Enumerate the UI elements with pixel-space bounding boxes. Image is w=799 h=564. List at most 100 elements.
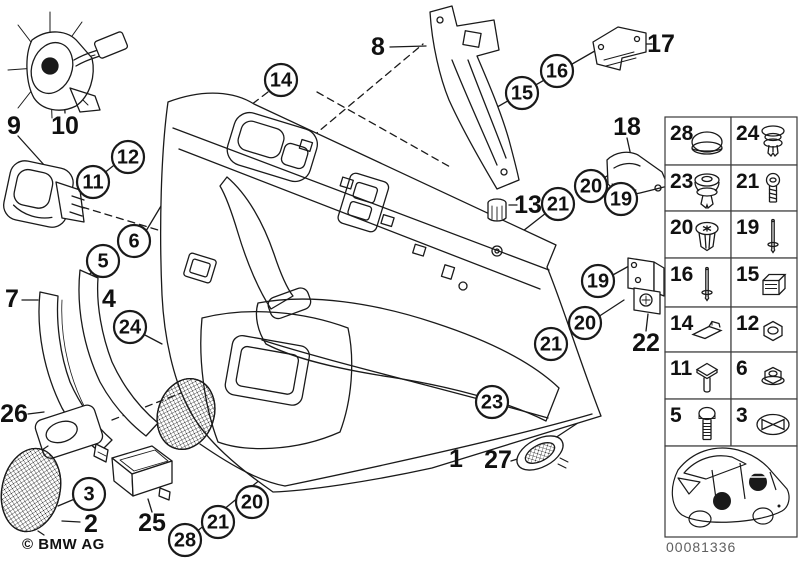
svg-text:3: 3 [83,484,94,506]
legend-cell-12[interactable]: 12 [730,306,798,353]
trim-strips [38,269,159,453]
svg-text:15: 15 [736,263,760,286]
plug-13 [487,198,507,222]
legend-cell-6[interactable]: 6 [730,351,798,400]
callout-25[interactable]: 25 [138,509,166,537]
legend-cell-21[interactable]: 21 [730,164,798,212]
callout-10[interactable]: 10 [51,112,79,140]
legend-cell-14[interactable]: 14 [664,306,732,353]
callout-21[interactable]: 21 [540,186,576,222]
callout-8[interactable]: 8 [371,33,385,61]
callout-20[interactable]: 20 [573,168,609,204]
svg-text:15: 15 [511,83,533,105]
callout-20[interactable]: 20 [234,484,270,520]
callout-26[interactable]: 26 [0,400,28,428]
svg-text:20: 20 [241,492,263,514]
callout-1[interactable]: 1 [449,445,463,473]
svg-text:7: 7 [5,285,19,313]
callout-17[interactable]: 17 [647,30,675,58]
svg-text:19: 19 [587,271,609,293]
legend-cell-23[interactable]: 23 [664,164,732,212]
legend-cell-15[interactable]: 15 [730,257,798,308]
svg-text:14: 14 [670,312,694,335]
svg-text:21: 21 [547,194,569,216]
frame-bracket-8 [429,5,520,190]
svg-text:12: 12 [736,312,759,335]
svg-text:12: 12 [117,147,139,169]
torx-screw-icon [765,172,781,203]
callout-18[interactable]: 18 [613,113,641,141]
svg-text:21: 21 [207,512,229,534]
clamp-clip-icon [691,320,723,340]
callout-16[interactable]: 16 [539,53,575,89]
expansion-rivet-icon [761,125,785,158]
legend-cell-3[interactable]: 3 [730,398,798,447]
callout-20[interactable]: 20 [567,305,603,341]
legend-cell-24[interactable]: 24 [730,116,798,166]
storage-bin-25 [111,445,173,501]
callout-27[interactable]: 27 [484,446,512,474]
svg-text:21: 21 [540,334,562,356]
svg-text:11: 11 [82,172,103,194]
legend-cell-5[interactable]: 5 [664,398,732,447]
speaker-grille-2 [0,445,62,536]
svg-text:24: 24 [736,122,760,145]
door-trim-panel [156,92,602,493]
svg-text:16: 16 [546,61,568,83]
callout-19[interactable]: 19 [580,263,616,299]
svg-text:27: 27 [484,446,512,474]
legend-cell-19[interactable]: 19 [730,210,798,259]
block-clip-icon [762,273,787,296]
callout-3[interactable]: 3 [71,476,107,512]
callout-9[interactable]: 9 [7,112,21,140]
svg-text:17: 17 [647,30,675,58]
svg-text:18: 18 [613,113,641,141]
document-number: 00081336 [666,539,737,555]
square-head-screw-icon [695,362,719,393]
bracket-17 [592,26,647,71]
car-location-icon [664,445,798,538]
svg-text:19: 19 [736,216,759,239]
svg-text:14: 14 [270,70,293,92]
callout-2[interactable]: 2 [84,510,98,538]
callout-14[interactable]: 14 [263,62,299,98]
callout-23[interactable]: 23 [474,384,510,420]
callout-19[interactable]: 19 [603,181,639,217]
svg-text:20: 20 [670,216,693,239]
legend-cell-28[interactable]: 28 [664,116,732,166]
callout-12[interactable]: 12 [110,139,146,175]
callout-21[interactable]: 21 [200,504,236,540]
svg-text:8: 8 [371,33,385,61]
legend-cell-11[interactable]: 11 [664,351,732,400]
callout-11[interactable]: 11 [75,164,111,200]
callout-15[interactable]: 15 [504,75,540,111]
svg-text:5: 5 [670,404,682,427]
callout-22[interactable]: 22 [632,329,660,357]
callout-4[interactable]: 4 [102,285,116,313]
dome-plug-icon [691,131,723,155]
callout-6[interactable]: 6 [116,223,152,259]
legend-cell-16[interactable]: 16 [664,257,732,308]
svg-text:19: 19 [610,189,632,211]
svg-text:20: 20 [574,313,596,335]
callout-13[interactable]: 13 [514,191,542,219]
callout-24[interactable]: 24 [112,309,148,345]
callout-7[interactable]: 7 [5,285,19,313]
flange-rivet-icon [694,173,720,210]
legend-cell-20[interactable]: 20 [664,210,732,259]
oval-grommet-icon [756,413,790,436]
svg-text:25: 25 [138,509,166,537]
copyright-text: © BMW AG [22,536,105,553]
pin-rivet-long-icon [701,266,713,302]
door-handle-bezel [3,160,85,228]
callout-21[interactable]: 21 [533,326,569,362]
svg-text:6: 6 [736,357,748,380]
svg-text:11: 11 [670,357,693,380]
door-lamp-27 [516,435,569,471]
svg-text:16: 16 [670,263,693,286]
callout-5[interactable]: 5 [85,243,121,279]
callout-28[interactable]: 28 [167,522,203,558]
svg-text:24: 24 [119,317,142,339]
